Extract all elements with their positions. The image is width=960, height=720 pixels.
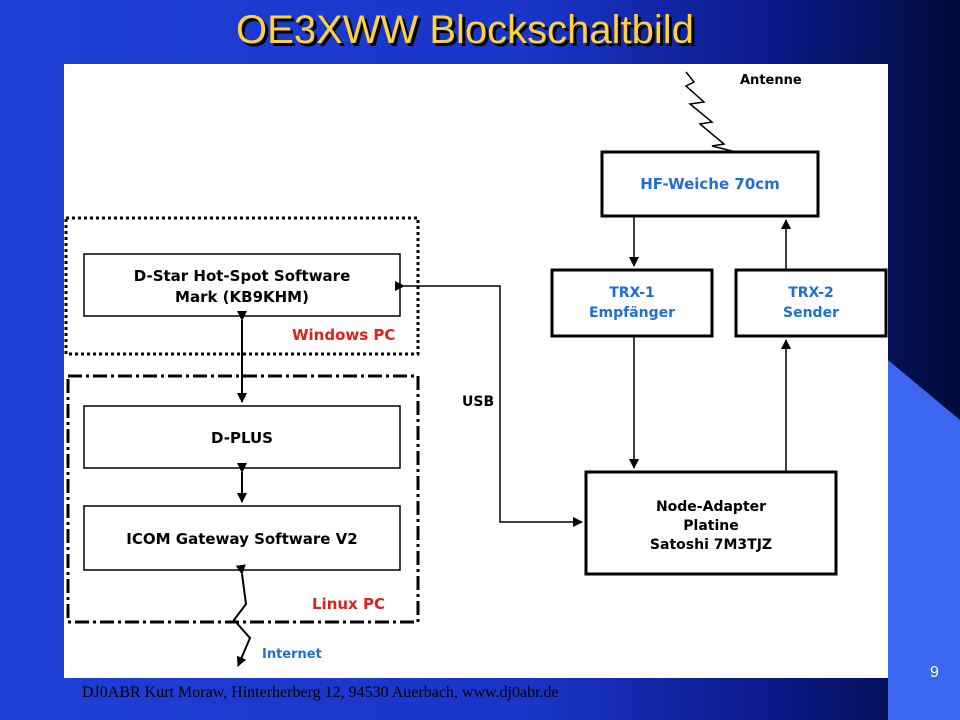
hf-weiche-label: HF-Weiche 70cm: [640, 175, 780, 193]
internet-link: [232, 564, 252, 667]
dplus-box: [83, 405, 401, 469]
decorative-corner-shape: [888, 360, 960, 720]
trx2-box: [734, 268, 888, 338]
dplus-label: D-PLUS: [211, 429, 273, 447]
slide-footer: DJ0ABR Kurt Moraw, Hinterherberg 12, 945…: [82, 684, 559, 701]
node-line3: Satoshi 7M3TJZ: [650, 537, 772, 553]
trx2-line1: TRX-2: [788, 285, 834, 301]
trx2-line2: Sender: [783, 305, 839, 321]
node-line1: Node-Adapter: [656, 499, 766, 515]
block-diagram: D-Star Hot-Spot Software Mark (KB9KHM) W…: [64, 64, 888, 678]
node-adapter-box: [584, 470, 838, 576]
antenna-label: Antenne: [740, 73, 802, 88]
usb-link: [395, 281, 583, 527]
hf-weiche-box: [600, 150, 820, 218]
internet-label: Internet: [262, 647, 322, 662]
node-line2: Platine: [683, 518, 738, 534]
trx1-box: [550, 268, 714, 338]
hotspot-line1: D-Star Hot-Spot Software: [134, 267, 351, 285]
windows-pc-label: Windows PC: [292, 326, 395, 344]
hotspot-software-box: [83, 253, 401, 317]
linux-pc-label: Linux PC: [312, 595, 385, 613]
slide-title: OE3XWW Blockschaltbild: [236, 8, 694, 52]
trx1-line1: TRX-1: [609, 285, 655, 301]
antenna-icon: [684, 71, 737, 153]
hotspot-line2: Mark (KB9KHM): [175, 288, 309, 306]
page-number: 9: [930, 664, 939, 681]
trx1-line2: Empfänger: [589, 305, 675, 321]
icom-label: ICOM Gateway Software V2: [126, 530, 357, 548]
usb-label: USB: [462, 394, 494, 410]
icom-gateway-box: [83, 505, 401, 571]
